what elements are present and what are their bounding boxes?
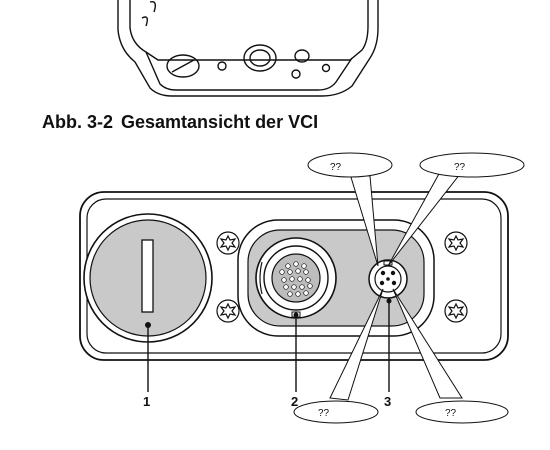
bubble-bottom-right bbox=[415, 400, 509, 424]
bubble-text-bottom-left: ?? bbox=[318, 408, 330, 419]
bubble-text-top-right: ?? bbox=[454, 162, 466, 173]
bubble-bottom-left bbox=[293, 400, 379, 424]
callout-leaders bbox=[147, 300, 390, 392]
torx-screw bbox=[216, 299, 240, 323]
cover-slot bbox=[141, 239, 154, 313]
bubble-text-bottom-right: ?? bbox=[445, 408, 457, 419]
callout-label-3: 3 bbox=[384, 394, 391, 409]
vci-front-view bbox=[79, 191, 509, 361]
bubble-top-left bbox=[307, 152, 393, 178]
figure-number: Abb. 3-2 bbox=[42, 112, 114, 132]
bubble-text-top-left: ?? bbox=[330, 162, 342, 173]
callout-label-1: 1 bbox=[143, 394, 150, 409]
callout-label-2: 2 bbox=[291, 394, 298, 409]
torx-screw bbox=[444, 231, 468, 255]
device-perspective-view bbox=[117, 0, 379, 97]
figure-caption: Abb. 3-2 Gesamtansicht der VCI bbox=[42, 112, 326, 133]
bubble-tail-bottom-right bbox=[392, 288, 463, 399]
question-bubbles bbox=[293, 152, 525, 424]
torx-screw bbox=[216, 231, 240, 255]
round-cover bbox=[83, 213, 213, 343]
torx-screw bbox=[444, 299, 468, 323]
bubble-tail-bottom-left bbox=[329, 288, 384, 401]
figure-title: Gesamtansicht der VCI bbox=[121, 112, 319, 132]
main-connector bbox=[255, 237, 337, 319]
bubble-top-right bbox=[419, 152, 525, 178]
